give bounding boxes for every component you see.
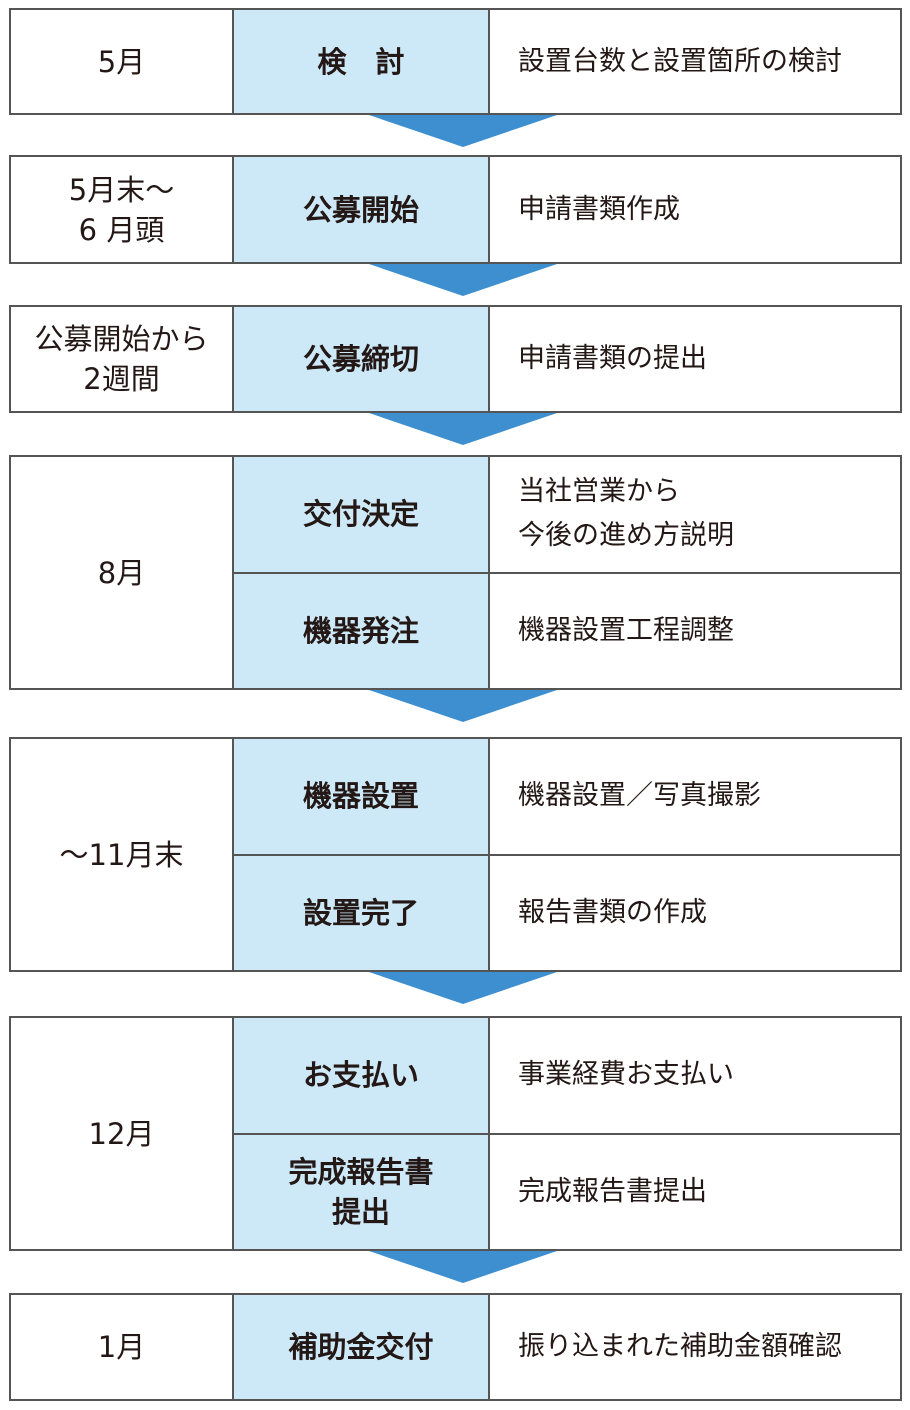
step-detail: 設置台数と設置箇所の検討 (518, 45, 842, 77)
step-title: 検 討 (234, 10, 490, 113)
step-detail: 当社営業から 今後の進め方説明 (518, 476, 734, 552)
step-when: 1月 (11, 1295, 234, 1399)
down-arrow-icon (369, 972, 557, 1004)
step-when: 8月 (11, 457, 234, 688)
step-7: 1月 補助金交付 振り込まれた補助金額確認 (9, 1293, 902, 1401)
step-when: 5月末～ 6 月頭 (11, 157, 234, 262)
step-row: 機器設置 機器設置／写真撮影 (234, 739, 900, 854)
step-title: 補助金交付 (234, 1295, 490, 1399)
step-detail: 申請書類作成 (518, 193, 680, 225)
down-arrow-icon (369, 413, 557, 445)
step-title: 機器発注 (234, 573, 490, 688)
step-row: 交付決定 当社営業から 今後の進め方説明 (234, 457, 900, 572)
down-arrow-icon (369, 690, 557, 722)
down-arrow-icon (369, 1251, 557, 1283)
step-2: 5月末～ 6 月頭 公募開始 申請書類作成 (9, 155, 902, 264)
step-row: 機器発注 機器設置工程調整 (234, 571, 900, 688)
step-3: 公募開始から 2週間 公募締切 申請書類の提出 (9, 305, 902, 413)
step-detail: 事業経費お支払い (518, 1059, 734, 1091)
step-row: 検 討 設置台数と設置箇所の検討 (234, 10, 900, 113)
step-detail: 機器設置／写真撮影 (518, 780, 761, 812)
step-title: お支払い (234, 1018, 490, 1133)
step-row: 完成報告書 提出 完成報告書提出 (234, 1132, 900, 1249)
step-title: 交付決定 (234, 457, 490, 572)
step-when: 公募開始から 2週間 (11, 307, 234, 411)
step-row: 公募締切 申請書類の提出 (234, 307, 900, 411)
step-title: 公募締切 (234, 307, 490, 411)
step-6: 12月 お支払い 事業経費お支払い 完成報告書 提出 完成報告書提出 (9, 1016, 902, 1251)
step-row: 補助金交付 振り込まれた補助金額確認 (234, 1295, 900, 1399)
step-1: 5月 検 討 設置台数と設置箇所の検討 (9, 8, 902, 115)
step-when: 5月 (11, 10, 234, 113)
step-detail: 機器設置工程調整 (518, 614, 734, 646)
step-row: 設置完了 報告書類の作成 (234, 853, 900, 970)
step-5: ～11月末 機器設置 機器設置／写真撮影 設置完了 報告書類の作成 (9, 737, 902, 972)
step-detail: 完成報告書提出 (518, 1175, 707, 1207)
step-detail: 報告書類の作成 (518, 896, 707, 928)
step-title: 設置完了 (234, 855, 490, 970)
step-row: お支払い 事業経費お支払い (234, 1018, 900, 1133)
step-when: 12月 (11, 1018, 234, 1249)
step-when: ～11月末 (11, 739, 234, 970)
step-row: 公募開始 申請書類作成 (234, 157, 900, 262)
down-arrow-icon (369, 264, 557, 296)
step-title: 公募開始 (234, 157, 490, 262)
step-detail: 申請書類の提出 (518, 343, 707, 374)
step-detail: 振り込まれた補助金額確認 (518, 1331, 842, 1362)
step-title: 完成報告書 提出 (234, 1134, 490, 1249)
down-arrow-icon (369, 115, 557, 147)
step-4: 8月 交付決定 当社営業から 今後の進め方説明 機器発注 機器設置工程調整 (9, 455, 902, 690)
step-title: 機器設置 (234, 739, 490, 854)
